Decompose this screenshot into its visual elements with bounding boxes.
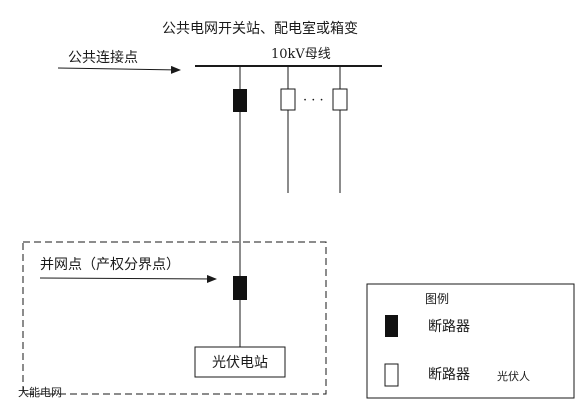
more-feeders-ellipsis: · · · <box>303 93 324 108</box>
legend-item-open-breaker: 断路器 <box>428 367 470 383</box>
substation-title: 公共电网开关站、配电室或箱变 <box>162 20 358 37</box>
legend-item-closed-breaker: 断路器 <box>428 319 470 335</box>
legend-title: 图例 <box>425 292 449 306</box>
pcc-label: 公共连接点 <box>68 49 138 66</box>
breaker-open-feeder-2 <box>280 88 296 111</box>
pv-station-box <box>194 346 286 378</box>
pv-station-boundary <box>22 241 327 395</box>
watermark-right: 光伏人 <box>497 369 530 383</box>
pcc-arrow <box>57 65 181 74</box>
breaker-closed-grid-point <box>233 276 247 300</box>
grid-connection-point-label: 并网点（产权分界点） <box>40 257 180 273</box>
legend-box <box>366 283 575 399</box>
breaker-closed-pcc <box>233 89 247 112</box>
grid-connection-arrow <box>39 274 217 283</box>
legend: 图例 断路器 断路器 <box>366 283 575 399</box>
busbar-label: 10kV母线 <box>271 47 331 62</box>
watermark-left: 大能电网 <box>18 385 62 399</box>
breaker-open-feeder-3 <box>332 88 348 111</box>
pv-station-label: 光伏电站 <box>212 355 268 371</box>
legend-closed-breaker-symbol <box>385 315 398 337</box>
legend-open-breaker-symbol <box>384 363 399 387</box>
